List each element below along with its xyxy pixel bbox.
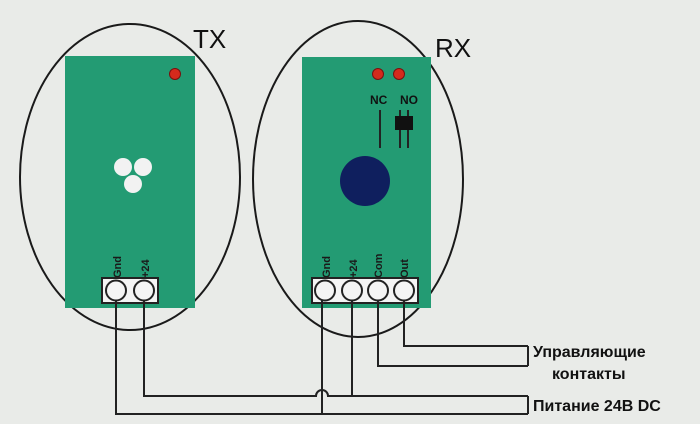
- rx-receiver-lens: [340, 156, 390, 206]
- rx-switch-nc-label: NC: [370, 93, 388, 107]
- tx-emitter-bottom: [124, 175, 142, 193]
- rx-led-1: [372, 68, 384, 80]
- rx-pin-gnd-label: Gnd: [321, 256, 333, 278]
- tx-emitter-cluster: [114, 158, 152, 193]
- annotation-control-contacts-line1: Управляющие: [533, 344, 646, 361]
- wiring: [115, 300, 529, 415]
- rx-terminal-com: [367, 279, 389, 302]
- rx-terminal-gnd: [314, 279, 336, 302]
- rx-terminal-out: [393, 279, 415, 302]
- wire-power-gnd: [115, 300, 528, 415]
- rx-jumper-cap: [395, 116, 413, 130]
- rx-pin-24-label: +24: [348, 258, 360, 278]
- annotation-power: Питание 24В DC: [533, 398, 661, 415]
- rx-unit: RX NC NO Gnd +24 Com Out: [252, 20, 471, 338]
- wire-com: [377, 300, 528, 367]
- tx-pin-gnd-label: Gnd: [112, 256, 124, 278]
- tx-terminal-gnd: [105, 279, 127, 302]
- rx-nc-no-jumper: [379, 110, 413, 148]
- rx-switch-no-label: NO: [400, 93, 418, 107]
- tx-emitter-left: [114, 158, 132, 176]
- rx-terminal-24: [341, 279, 363, 302]
- tx-terminal-24: [133, 279, 155, 302]
- rx-housing-outline: [252, 20, 464, 338]
- rx-title: RX: [435, 33, 471, 63]
- tx-pin-24-label: +24: [140, 258, 152, 278]
- rx-pin-out-label: Out: [399, 259, 411, 278]
- rx-led-2: [393, 68, 405, 80]
- tx-housing-outline: [19, 23, 241, 331]
- tx-emitter-right: [134, 158, 152, 176]
- tx-title: TX: [193, 24, 226, 54]
- rx-pin-com-label: Com: [373, 253, 385, 278]
- tx-led: [169, 68, 181, 80]
- wire-power-24: [143, 300, 528, 397]
- wire-out: [403, 300, 528, 347]
- annotation-control-contacts-line2: контакты: [552, 366, 625, 383]
- tx-unit: TX Gnd +24: [19, 23, 241, 331]
